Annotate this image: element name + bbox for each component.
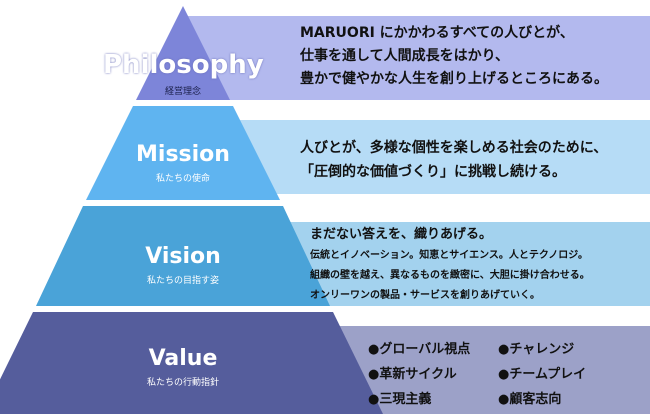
value-tier (0, 312, 383, 414)
philosophy-line: 豊かで健やかな人生を創り上げるところにある。 (300, 71, 608, 87)
vision-tier (36, 206, 330, 306)
philosophy-line: MARUORI にかかわるすべての人びとが、 (300, 25, 574, 41)
vision-text: まだない答えを、織りあげる。 伝統とイノベーション。知恵とサイエンス。人とテクノ… (310, 226, 590, 306)
vision-subtitle: 私たちの目指す姿 (146, 276, 219, 286)
philosophy-label: Philosophy 経営理念 (103, 50, 264, 97)
value-label: Value 私たちの行動指針 (103, 346, 263, 388)
value-item: ●革新サイクル (368, 367, 457, 382)
vision-title: Vision (145, 244, 221, 269)
value-item: ●顧客志向 (498, 392, 562, 407)
mission-tier (86, 106, 280, 200)
value-item: ●グローバル視点 (368, 342, 471, 357)
vision-line: 組織の壁を越え、異なるものを緻密に、大胆に掛け合わせる。 (310, 270, 590, 281)
mission-band (230, 120, 650, 194)
value-subtitle: 私たちの行動指針 (146, 378, 219, 388)
vision-label: Vision 私たちの目指す姿 (103, 244, 263, 286)
mission-line: 人びとが、多様な個性を楽しめる社会のために、 (300, 140, 608, 156)
mission-title: Mission (136, 142, 230, 167)
philosophy-band (178, 16, 650, 100)
philosophy-title: Philosophy (103, 50, 264, 80)
vision-headline: まだない答えを、織りあげる。 (310, 227, 493, 242)
mission-line: 「圧倒的な価値づくり」に挑戦し続ける。 (300, 164, 566, 180)
value-item: ●三現主義 (368, 392, 432, 407)
vision-line: オンリーワンの製品・サービスを創りあげていく。 (310, 290, 540, 301)
mission-label: Mission 私たちの使命 (103, 142, 263, 184)
mission-subtitle: 私たちの使命 (155, 174, 210, 184)
value-item: ●チャレンジ (498, 342, 575, 357)
value-title: Value (148, 346, 218, 371)
philosophy-line: 仕事を通して人間成長をはかり、 (300, 48, 510, 64)
value-item: ●チームプレイ (498, 367, 587, 382)
mission-text: 人びとが、多様な個性を楽しめる社会のために、 「圧倒的な価値づくり」に挑戦し続け… (300, 136, 607, 184)
vision-line: 伝統とイノベーション。知恵とサイエンス。人とテクノロジ。 (310, 250, 588, 261)
philosophy-text: MARUORI にかかわるすべての人びとが、 仕事を通して人間成長をはかり、 豊… (300, 22, 608, 91)
philosophy-subtitle: 経営理念 (164, 87, 201, 97)
value-list: ●グローバル視点 ●チャレンジ ●革新サイクル ●チームプレイ ●三現主義 ●顧… (368, 338, 618, 407)
philosophy-tier (136, 6, 230, 100)
vision-band (275, 222, 650, 306)
